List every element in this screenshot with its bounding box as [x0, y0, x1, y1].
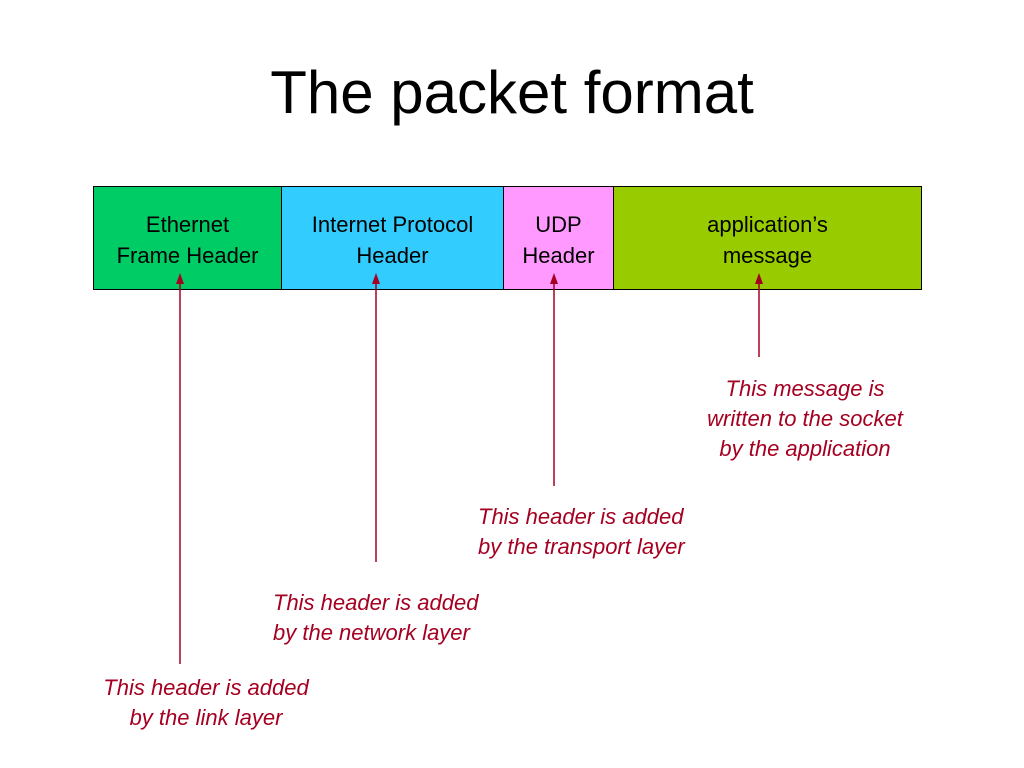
- application-message-segment: application’s message: [614, 187, 921, 289]
- internet-protocol-header-segment: Internet Protocol Header: [282, 187, 504, 289]
- arrow-application-head: [755, 273, 763, 284]
- arrow-application: [755, 273, 763, 357]
- packet-diagram: Ethernet Frame Header Internet Protocol …: [93, 186, 922, 290]
- arrow-ip: [372, 273, 380, 562]
- arrow-ethernet-head: [176, 273, 184, 284]
- ethernet-frame-header-segment: Ethernet Frame Header: [94, 187, 282, 289]
- arrow-udp: [550, 273, 558, 486]
- network-layer-annotation: This header is added by the network laye…: [273, 590, 479, 645]
- udp-header-segment: UDP Header: [504, 187, 614, 289]
- arrow-ethernet: [176, 273, 184, 664]
- transport-layer-annotation: This header is added by the transport la…: [478, 504, 685, 559]
- link-layer-annotation: This header is added by the link layer: [103, 675, 309, 730]
- arrow-udp-head: [550, 273, 558, 284]
- slide-title: The packet format: [270, 59, 754, 126]
- application-annotation: This message is written to the socket by…: [707, 376, 903, 461]
- arrow-ip-head: [372, 273, 380, 284]
